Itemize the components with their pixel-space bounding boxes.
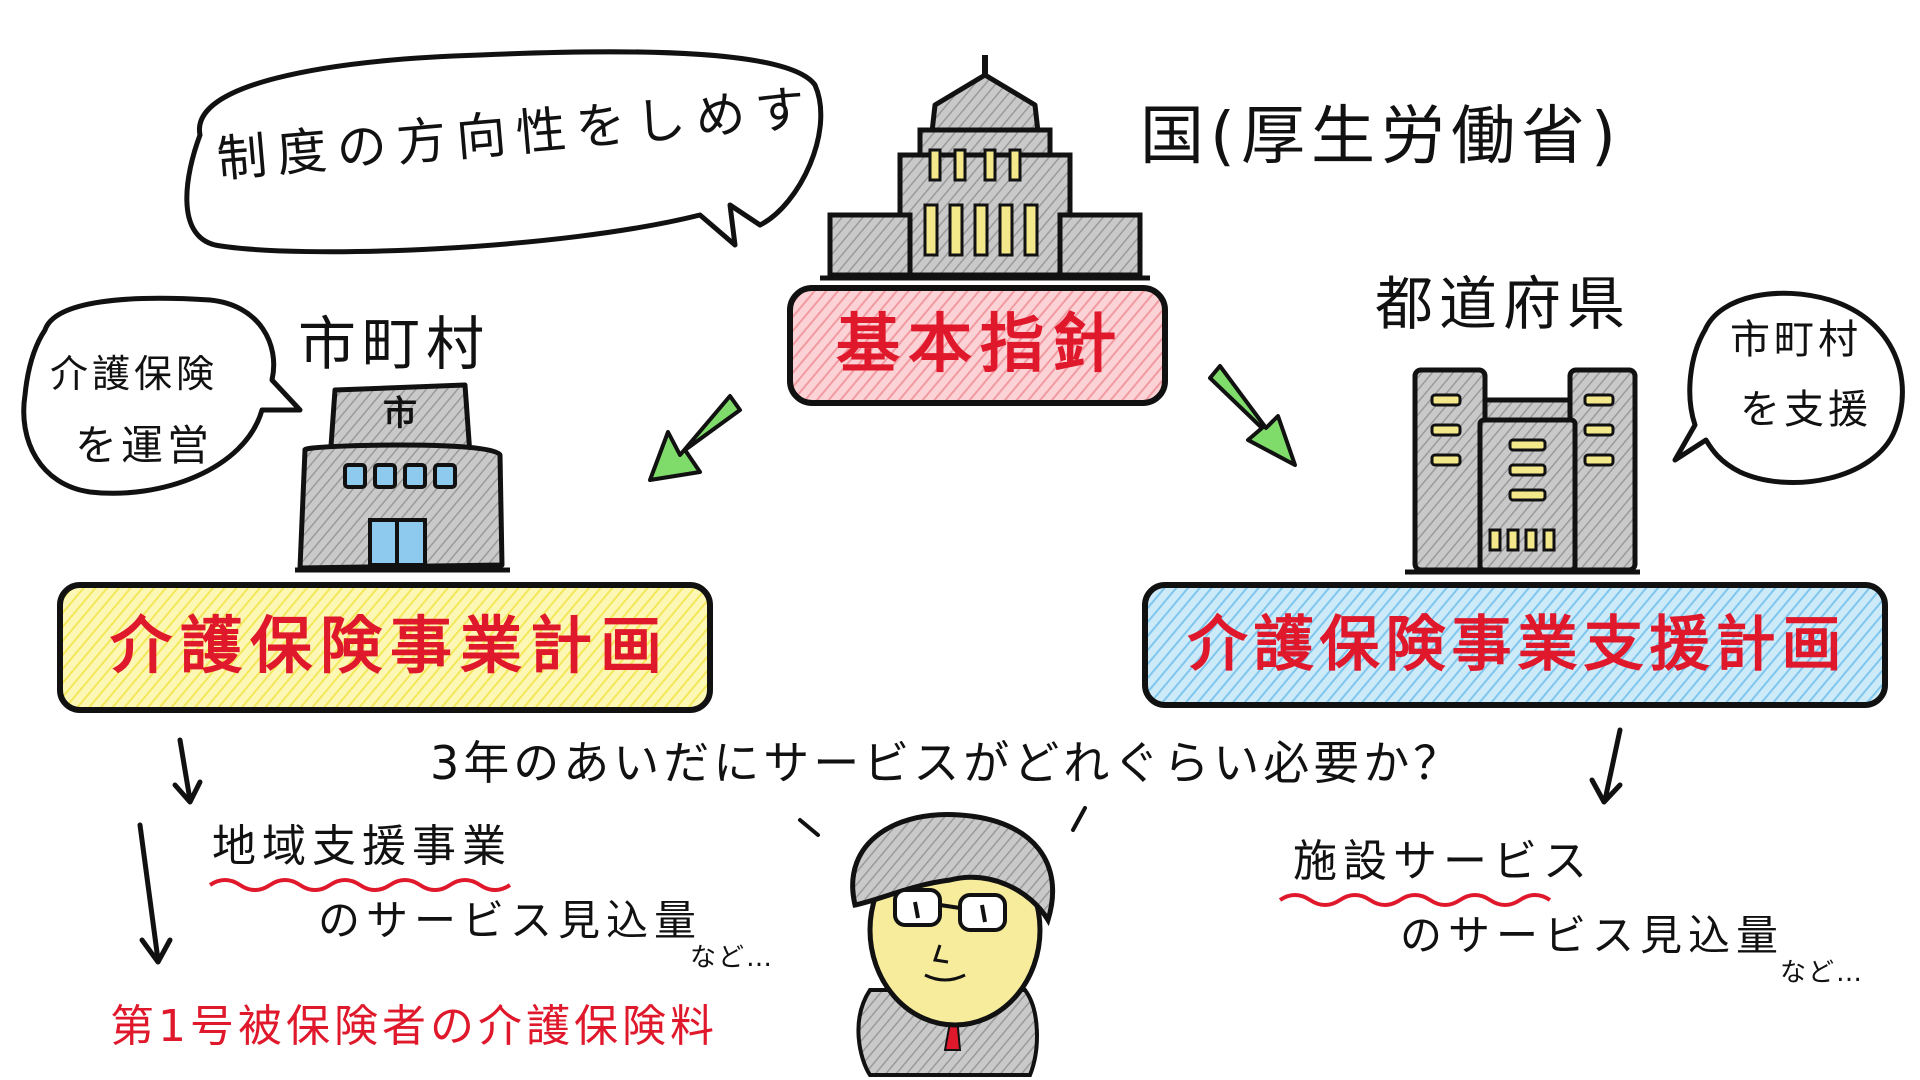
- municipality-down-arrow: [172, 737, 203, 805]
- prefecture-label: 都道府県: [1375, 270, 1632, 338]
- municipality-plan-box: [57, 582, 713, 713]
- prefecture-plan-label: 介護保険事業支援計画: [1187, 610, 1848, 680]
- municipality-label: 市町村: [298, 310, 491, 378]
- municipality-long-down-arrow: [137, 822, 173, 965]
- national-speech-bubble: [184, 49, 824, 255]
- insurance-premium-label: 第1号被保険者の介護保険料: [110, 1001, 718, 1052]
- prefecture-bubble-line2: を支援: [1740, 387, 1872, 433]
- prefecture-down-arrow: [1589, 727, 1623, 805]
- central-question: 3年のあいだにサービスがどれぐらい必要か？: [430, 736, 1464, 790]
- municipality-plan-label: 介護保険事業計画: [109, 609, 670, 682]
- municipality-bubble-line1: 介護保険: [50, 352, 219, 396]
- prefecture-bubble-line1: 市町村: [1730, 317, 1862, 363]
- municipality-service-underline: [208, 878, 512, 892]
- prefecture-plan-box: [1142, 582, 1888, 708]
- municipality-service-etc: など…: [690, 943, 775, 973]
- municipality-service-item: 地域支援事業: [212, 821, 512, 872]
- prefecture-service-item: 施設サービス: [1293, 836, 1593, 887]
- municipality-building-icon: [295, 382, 510, 573]
- prefecture-service-etc: など…: [1780, 958, 1865, 988]
- national-plan-label: 基本指針: [836, 308, 1124, 382]
- arrow-to-prefecture: [1208, 364, 1297, 467]
- arrow-to-municipality: [648, 394, 742, 482]
- prefecture-service-underline: [1278, 893, 1552, 907]
- municipality-service-suffix: のサービス見込量: [318, 896, 703, 945]
- municipality-bubble-line2: を運営: [75, 421, 214, 470]
- national-building-icon: [820, 55, 1150, 281]
- municipality-speech-bubble: [21, 295, 303, 496]
- prefecture-service-suffix: のサービス見込量: [1400, 911, 1785, 960]
- prefecture-building-icon: [1405, 367, 1640, 575]
- national-label: 国(厚生労働省): [1140, 100, 1622, 174]
- thinking-person-icon: [798, 806, 1087, 1077]
- municipality-building-sign: 市: [383, 394, 423, 434]
- national-plan-box: [787, 285, 1168, 406]
- prefecture-speech-bubble: [1672, 290, 1905, 485]
